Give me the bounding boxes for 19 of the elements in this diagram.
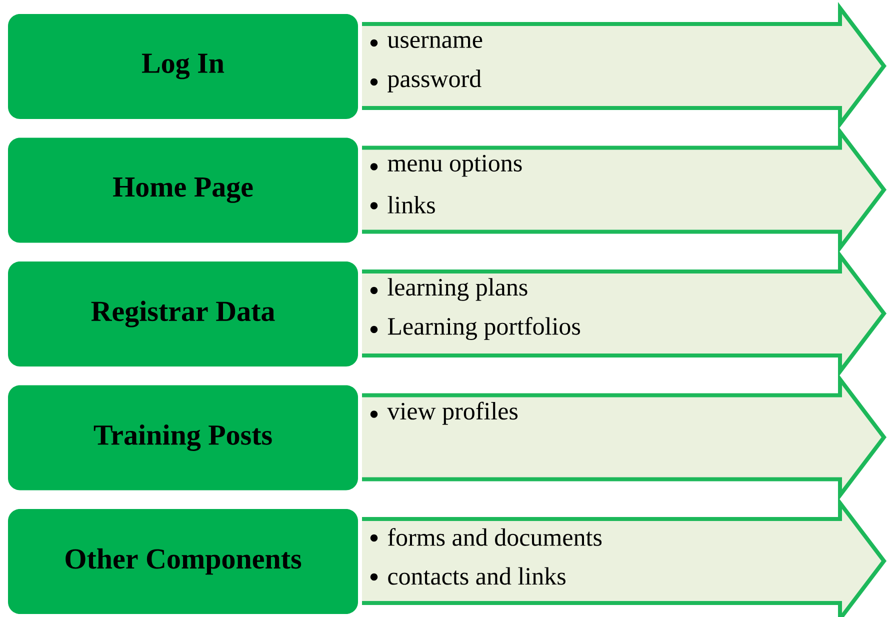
step-box: Log In — [8, 14, 358, 119]
arrow-shape — [362, 497, 887, 617]
arrow-shape — [362, 2, 887, 130]
bullet-item: username — [388, 36, 482, 48]
bullet-item: menu options — [388, 154, 522, 177]
arrow-shape — [362, 250, 887, 378]
bullet-item: contacts and links — [388, 567, 566, 585]
step-box: Training Posts — [8, 385, 358, 490]
step-box: Other Components — [8, 509, 358, 614]
bullet-item: learning plans — [388, 278, 528, 301]
bullet-item: view profiles — [387, 402, 518, 425]
step-box: Home Page — [8, 138, 358, 243]
bullet-item: links — [388, 196, 435, 214]
step-box: Registrar Data — [8, 262, 358, 366]
arrow-shape — [362, 126, 887, 254]
bullet-item: password — [388, 70, 482, 92]
bullet-item: Learning portfolios — [388, 317, 580, 340]
bullet-item: forms and documents — [388, 528, 602, 546]
arrow-shape — [362, 373, 887, 502]
